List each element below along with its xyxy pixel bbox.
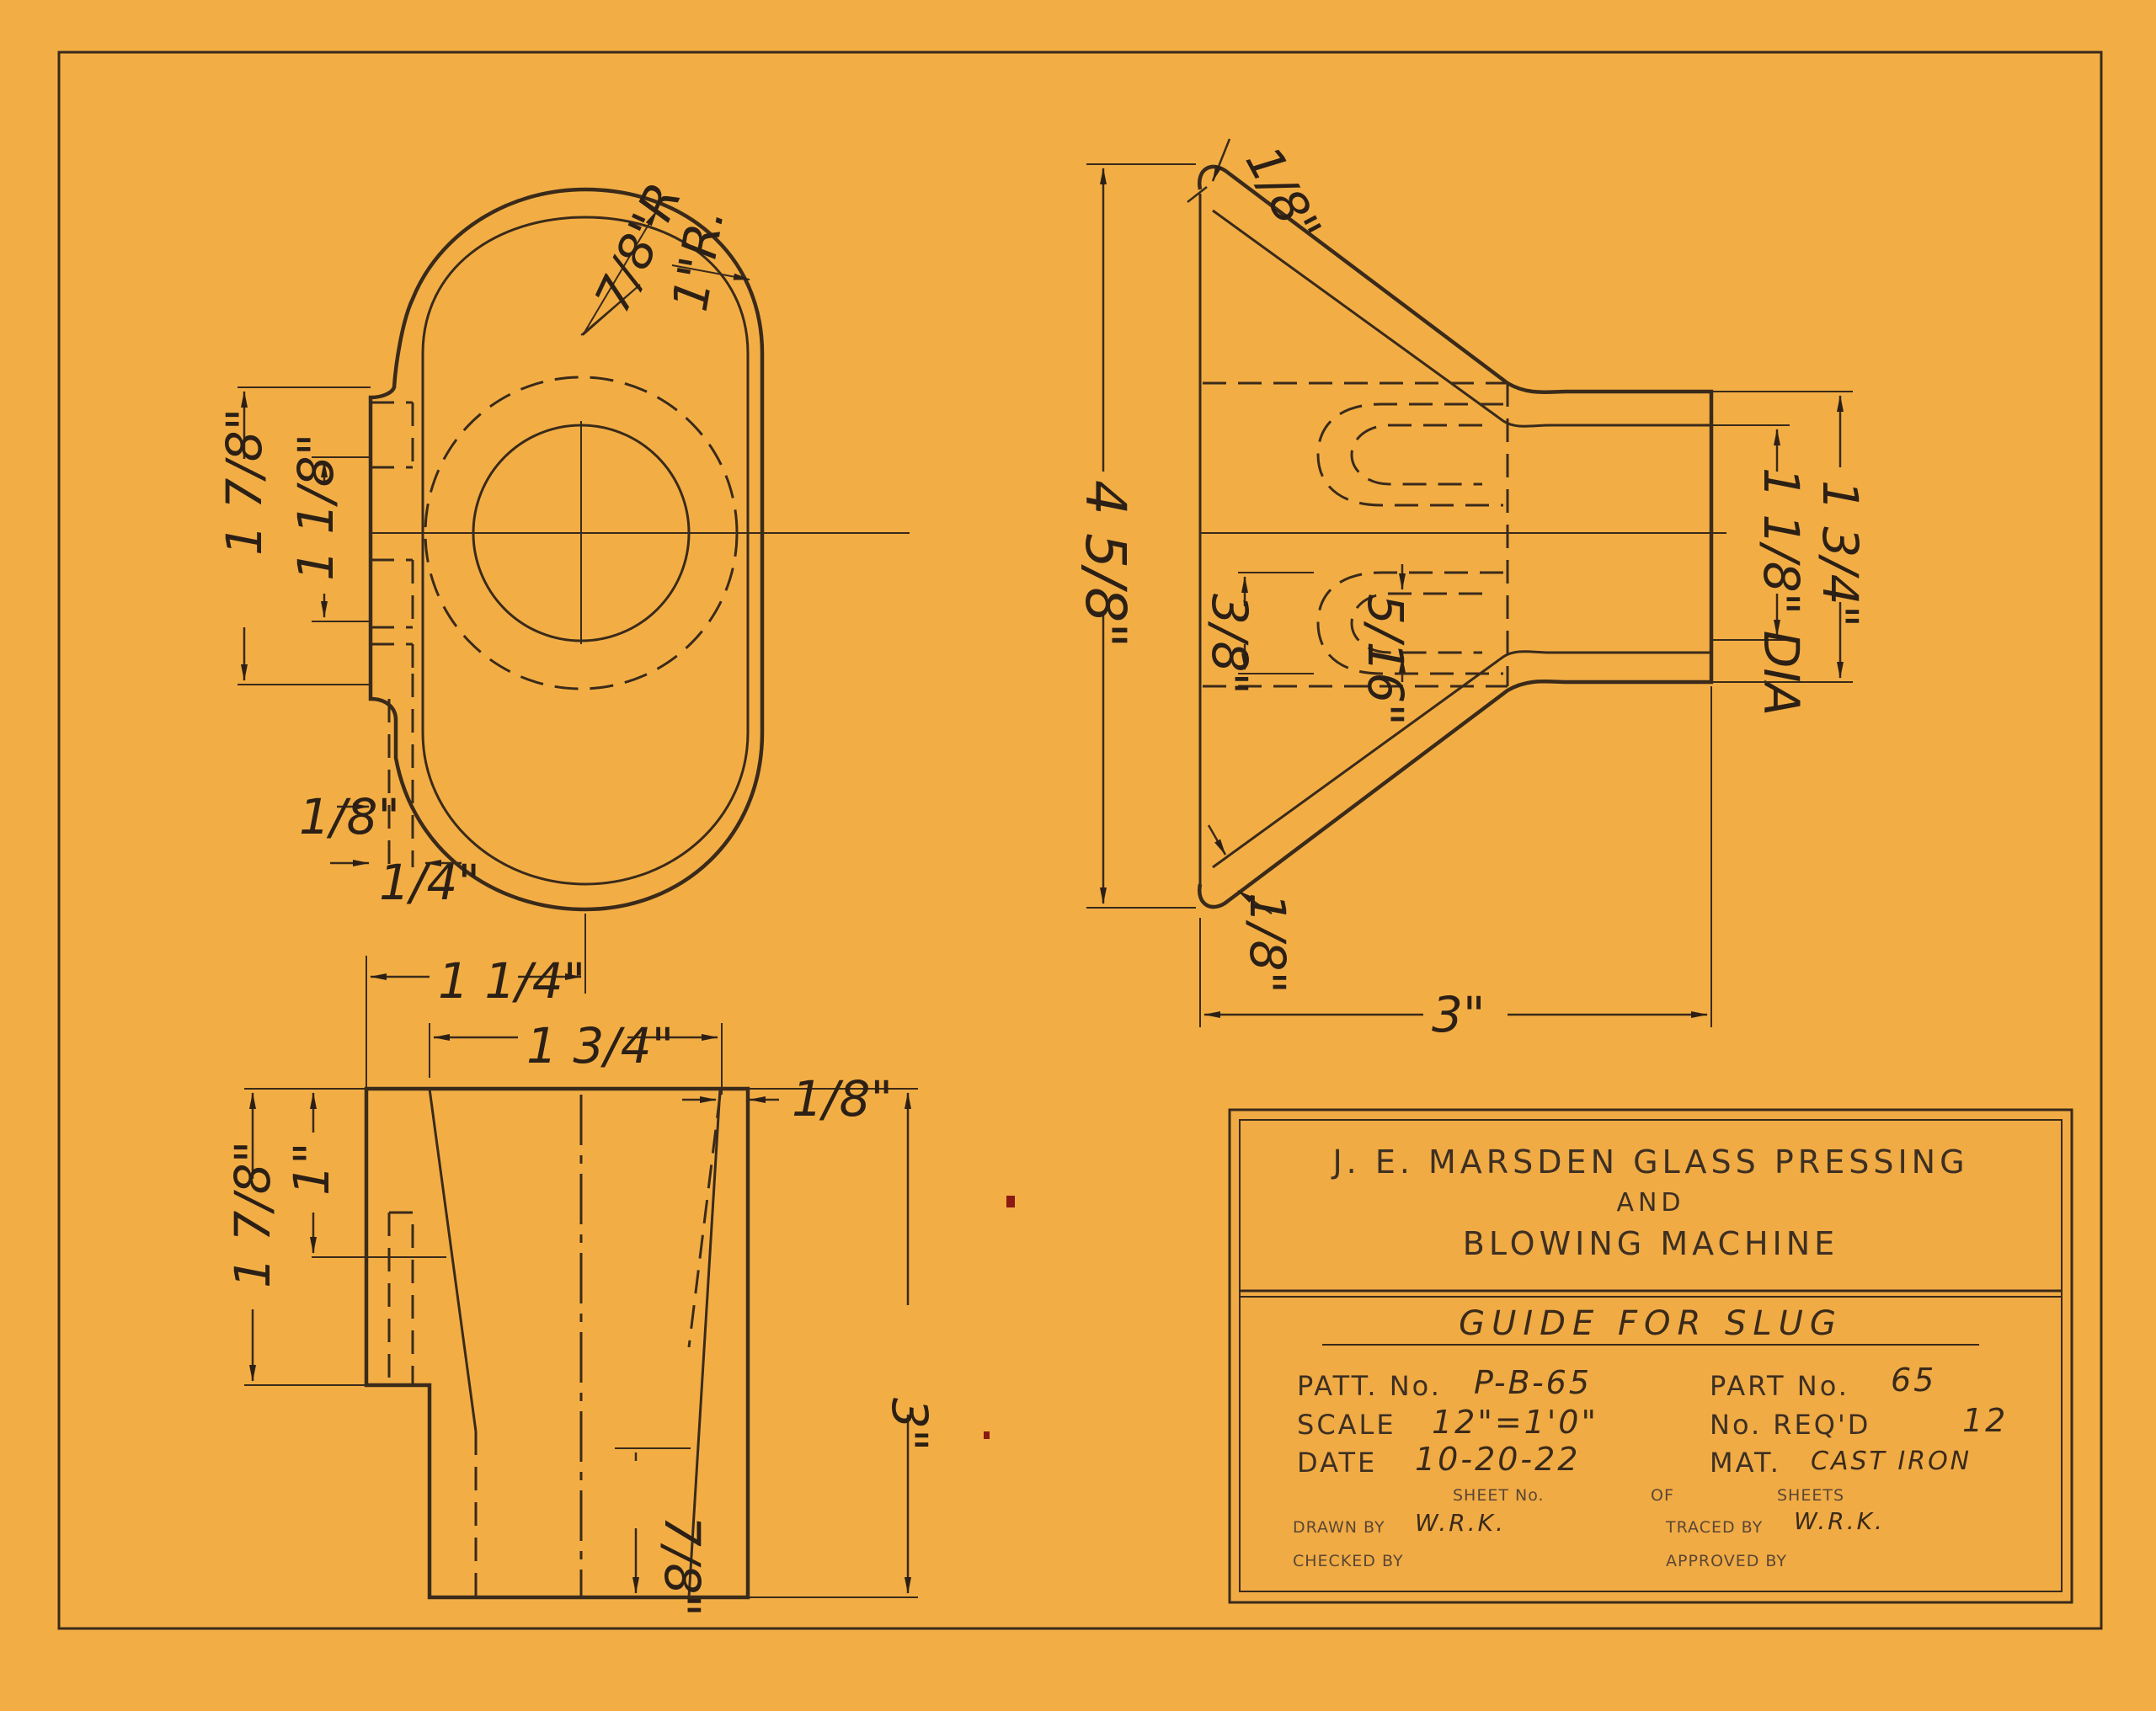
part-name: GUIDE FOR SLUG — [1459, 1304, 1843, 1343]
front-wall-label: 1/8" — [792, 1070, 893, 1127]
right-height-label: 4 5/8" — [1073, 480, 1138, 648]
part-value: 65 — [1891, 1362, 1936, 1399]
checked-label: CHECKED BY — [1293, 1552, 1404, 1570]
front-total-label: 3" — [881, 1398, 938, 1452]
part-label: PART No. — [1710, 1370, 1849, 1402]
date-label: DATE — [1297, 1447, 1377, 1479]
sheet-label: SHEET No. — [1453, 1486, 1545, 1505]
company-line1: J. E. MARSDEN GLASS PRESSING — [1331, 1143, 1968, 1181]
title-block: J. E. MARSDEN GLASS PRESSING AND BLOWING… — [1228, 1108, 2073, 1604]
ink-spot — [1006, 1196, 1015, 1207]
scale-label: SCALE — [1297, 1409, 1396, 1441]
width-bottom-label: 1 3/4" — [526, 1017, 674, 1074]
scale-value: 12"=1'0" — [1432, 1404, 1598, 1441]
company-line2: AND — [1616, 1188, 1684, 1218]
front-height-label: 1 7/8" — [224, 1141, 281, 1288]
top-view-outer-outline — [368, 187, 765, 912]
right-bottom-wall-label: 1/8" — [1239, 893, 1296, 994]
right-neck-label: 1 3/4" — [1812, 480, 1869, 627]
approved-label: APPROVED BY — [1666, 1552, 1787, 1570]
mat-value: CAST IRON — [1811, 1447, 1972, 1476]
date-value: 10-20-22 — [1415, 1441, 1580, 1478]
slot-radius-label: 5/16" — [1357, 594, 1414, 726]
left-overall-label: 1 7/8" — [216, 408, 273, 556]
left-lug-label: 1/4" — [379, 854, 480, 911]
side-view: 3/8" 5/16" 4 5/8" 1/8" 1/8" 3" 1 1/8" DI… — [1073, 137, 1869, 1043]
front-view: 1 7/8" 1" 1/8" 3" 7/8" — [224, 1070, 938, 1617]
side-view-outline — [1197, 164, 1714, 909]
sheets-label: SHEETS — [1777, 1486, 1844, 1505]
right-bore-label: 1 1/8" DIA — [1753, 467, 1810, 716]
top-view-lugs — [371, 401, 414, 867]
patt-label: PATT. No. — [1297, 1370, 1442, 1402]
traced-label: TRACED BY — [1665, 1518, 1763, 1537]
mat-label: MAT. — [1710, 1447, 1781, 1479]
req-label: No. REQ'D — [1710, 1409, 1870, 1441]
slot-width-label: 3/8" — [1201, 594, 1258, 695]
drawn-value: W.R.K. — [1415, 1509, 1506, 1537]
left-inner-label: 1 1/8" — [287, 434, 344, 581]
front-lug-label: 1" — [283, 1142, 340, 1196]
top-view: 7/8"R 1"R. 1 7/8" 1 1/8" 1/8" 1/4" — [216, 174, 910, 912]
patt-value: P-B-65 — [1474, 1364, 1592, 1401]
of-label: OF — [1651, 1486, 1674, 1505]
width-dims: 1 1/4" 1 3/4" — [366, 914, 723, 1095]
req-value: 12 — [1962, 1402, 2008, 1439]
traced-value: W.R.K. — [1794, 1507, 1885, 1535]
company-line3: BLOWING MACHINE — [1463, 1225, 1838, 1262]
top-view-inner-outline — [421, 216, 750, 886]
right-length-label: 3" — [1432, 986, 1486, 1043]
drawn-label: DRAWN BY — [1293, 1518, 1385, 1537]
width-top-label: 1 1/4" — [438, 952, 585, 1010]
front-bottom-label: 7/8" — [654, 1516, 711, 1617]
left-wall-label: 1/8" — [299, 788, 400, 845]
sheet-border — [57, 51, 2103, 1630]
ink-spot — [984, 1431, 990, 1439]
